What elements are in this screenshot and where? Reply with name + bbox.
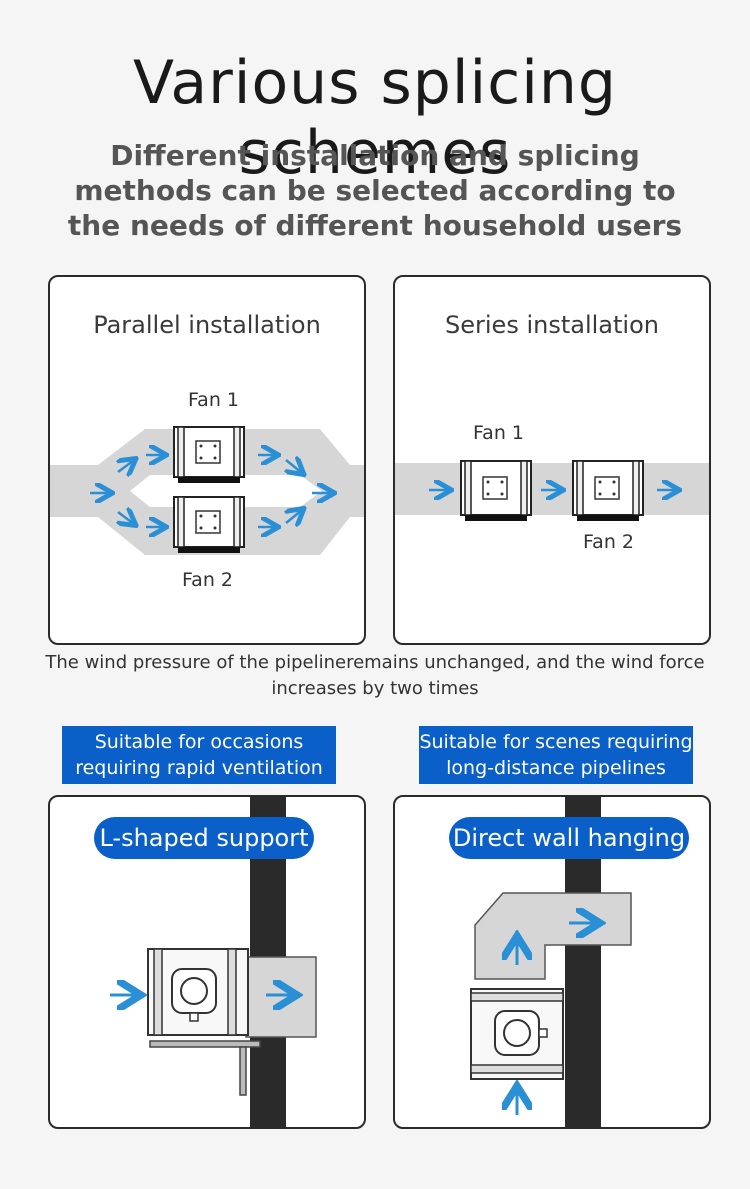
series-installation-title: Series installation: [445, 311, 659, 339]
parallel-installation-title: Parallel installation: [93, 311, 321, 339]
fan-unit: [470, 988, 564, 1080]
l-shaped-support-panel: L-shaped support: [48, 795, 366, 1129]
fan-1-label: Fan 1: [188, 389, 239, 411]
series-installation-panel: Series installation Fan 1 Fan 2: [393, 275, 711, 645]
duct-outlet: [245, 956, 317, 1038]
fan-1-label: Fan 1: [473, 422, 524, 444]
rapid-ventilation-tag: Suitable for occasions requiring rapid v…: [62, 726, 336, 784]
fan-2-unit: [173, 496, 245, 553]
fan-1-unit: [460, 460, 532, 521]
support-bracket: [149, 1040, 261, 1048]
parallel-installation-panel: Parallel installation Fan 1 Fan 2: [48, 275, 366, 645]
series-diagram: [395, 460, 709, 521]
fan-2-label: Fan 2: [583, 531, 634, 553]
long-distance-tag: Suitable for scenes requiring long-dista…: [419, 726, 693, 784]
airflow-arrows: [517, 923, 597, 1115]
l-shaped-support-label: L-shaped support: [94, 817, 314, 859]
parallel-diagram: [50, 426, 364, 555]
airflow-arrows: [90, 455, 332, 527]
fan-2-label: Fan 2: [182, 569, 233, 591]
elbow-duct: [474, 892, 632, 980]
fan-2-unit: [572, 460, 644, 521]
fan-unit: [147, 948, 249, 1036]
wind-pressure-note: The wind pressure of the pipelineremains…: [45, 652, 705, 699]
fan-1-unit: [173, 426, 245, 483]
direct-wall-hanging-panel: Direct wall hanging: [393, 795, 711, 1129]
page-title: Various splicing schemes: [132, 48, 618, 188]
page-subtitle: Different installation and splicing meth…: [67, 139, 683, 242]
direct-wall-hanging-label: Direct wall hanging: [449, 817, 689, 859]
